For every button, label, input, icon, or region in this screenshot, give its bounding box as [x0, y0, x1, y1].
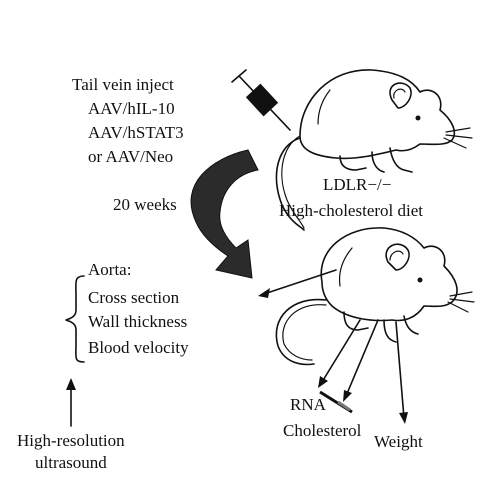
injection-line-2: AAV/hIL-10: [88, 99, 175, 118]
sampling-arrows: [258, 269, 408, 424]
tube-icon: [319, 390, 353, 414]
syringe-icon: [231, 69, 291, 131]
bracket-icon: [65, 275, 85, 363]
mouse-icon: [275, 69, 473, 231]
ultrasound-line-1: High-resolution: [17, 431, 125, 450]
cholesterol-label: Cholesterol: [283, 421, 362, 440]
injection-line-4: or AAV/Neo: [88, 147, 173, 166]
diet-label: High-cholesterol diet: [279, 201, 423, 220]
aorta-item-2: Wall thickness: [88, 312, 187, 331]
aorta-title: Aorta:: [88, 260, 131, 279]
injection-line-3: AAV/hSTAT3: [88, 123, 184, 142]
up-arrow-icon: [66, 378, 76, 427]
aorta-item-1: Cross section: [88, 288, 180, 307]
injection-text: Tail vein inject AAV/hIL-10 AAV/hSTAT3 o…: [72, 75, 184, 166]
aorta-text: Aorta: Cross section Wall thickness Bloo…: [88, 260, 189, 357]
injection-line-1: Tail vein inject: [72, 75, 174, 94]
rna-label: RNA: [290, 395, 327, 414]
weight-label: Weight: [374, 432, 423, 451]
duration-label: 20 weeks: [113, 195, 177, 214]
curved-arrow-icon: [190, 149, 259, 279]
mouse-icon-bottom: [275, 227, 475, 366]
ultrasound-line-2: ultrasound: [35, 453, 107, 472]
strain-label: LDLR−/−: [323, 175, 391, 194]
aorta-item-3: Blood velocity: [88, 338, 189, 357]
